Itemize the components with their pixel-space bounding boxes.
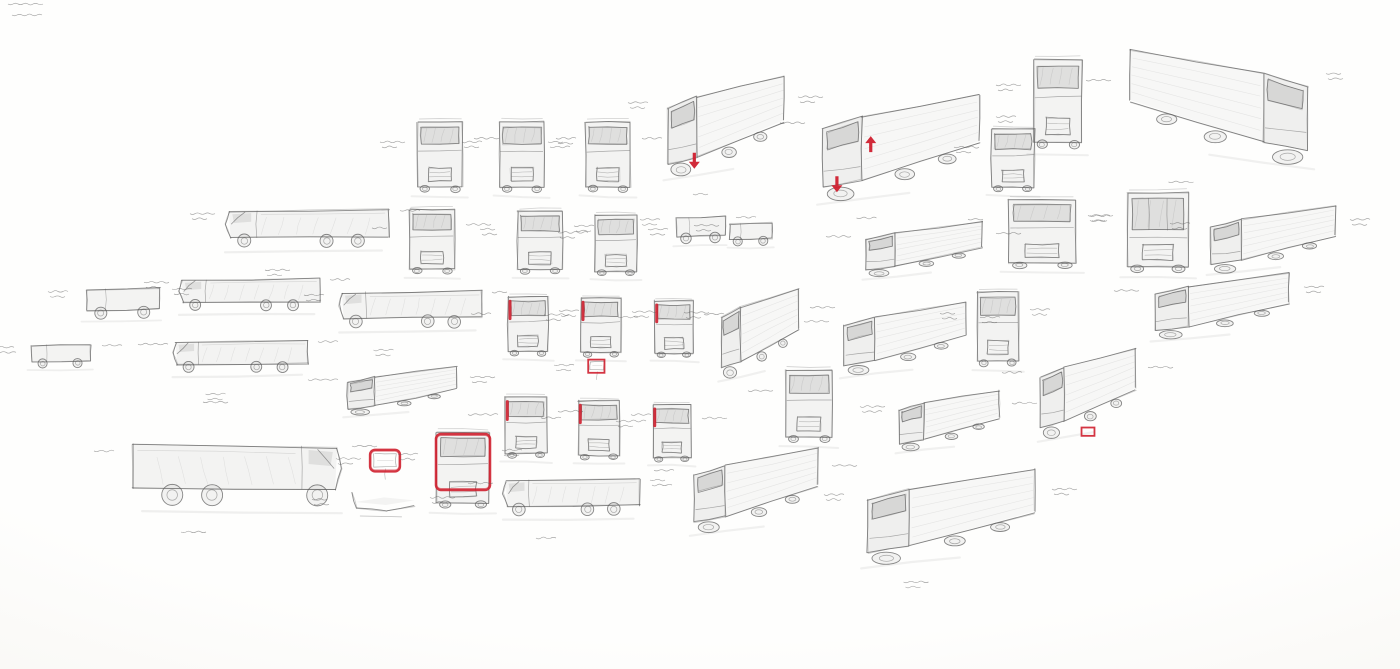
sketch-truck-perspective (1113, 264, 1325, 343)
sketch-rear-elevation (1087, 186, 1197, 280)
sketch-cab-study (939, 286, 1051, 373)
sketch-cab-study (617, 296, 725, 364)
sketch-truck-perspective (653, 436, 858, 537)
sketch-front-three-quarter (683, 276, 836, 383)
red-frame-marker (434, 432, 492, 492)
sketch-cab-study (540, 396, 652, 465)
sketch-truck-perspective (825, 214, 1022, 281)
sketch-cab-study (379, 116, 500, 199)
sketch-cab-study (967, 194, 1111, 274)
sketch-truck-perspective (1169, 196, 1371, 277)
sketch-truck-perspective (859, 382, 1038, 455)
sketch-hero-perspective (779, 80, 1017, 220)
sketch-thumbnail-vehicle (0, 334, 123, 372)
sketch-truck-perspective (1001, 336, 1174, 443)
sketch-truck-perspective (307, 360, 496, 419)
sketch-truck-perspective (803, 292, 1001, 380)
sketch-cab-study (479, 206, 595, 280)
sketch-cab-study (467, 392, 584, 464)
sketch-side-elevation (143, 264, 351, 316)
sketch-cab-study (371, 204, 492, 280)
sketch-hero-perspective (627, 62, 824, 196)
red-square-marker (1080, 426, 1096, 437)
sketch-cab-study (747, 364, 840, 449)
sketch-display-chip (553, 358, 608, 380)
sketch-side-elevation (189, 192, 421, 277)
sketch-side-elevation (467, 462, 673, 540)
sketch-hero-side-elevation (93, 401, 378, 533)
red-arrow-down-marker (831, 176, 843, 193)
sketch-cab-study (953, 124, 1041, 198)
sketch-bus-perspective (1085, 34, 1344, 184)
handwritten-note (7, 2, 52, 34)
sketch-side-elevation (137, 326, 339, 401)
sketch-cab-study (995, 52, 1089, 157)
sketch-side-elevation (303, 274, 508, 357)
sketch-cab-study (543, 293, 658, 363)
sketch-thumbnail-vehicle (639, 204, 757, 248)
sketch-cab-study (397, 426, 523, 515)
red-square-marker (587, 358, 606, 374)
red-frame-marker (368, 448, 402, 473)
red-arrow-up-marker (865, 136, 877, 153)
sketch-cab-study (615, 400, 728, 468)
sketch-cab-study (461, 116, 577, 199)
sketch-display-chip (335, 448, 402, 480)
sketch-truck-perspective (823, 456, 1078, 589)
sketch-cab-study (470, 292, 580, 362)
sketch-interior-seat (311, 486, 456, 524)
sketch-cab-study (557, 210, 669, 282)
sketch-thumbnail-vehicle (693, 212, 776, 250)
sketch-cab-study (547, 116, 663, 199)
sketch-thumbnail-vehicle (47, 274, 193, 324)
red-arrow-down-marker (688, 152, 700, 169)
